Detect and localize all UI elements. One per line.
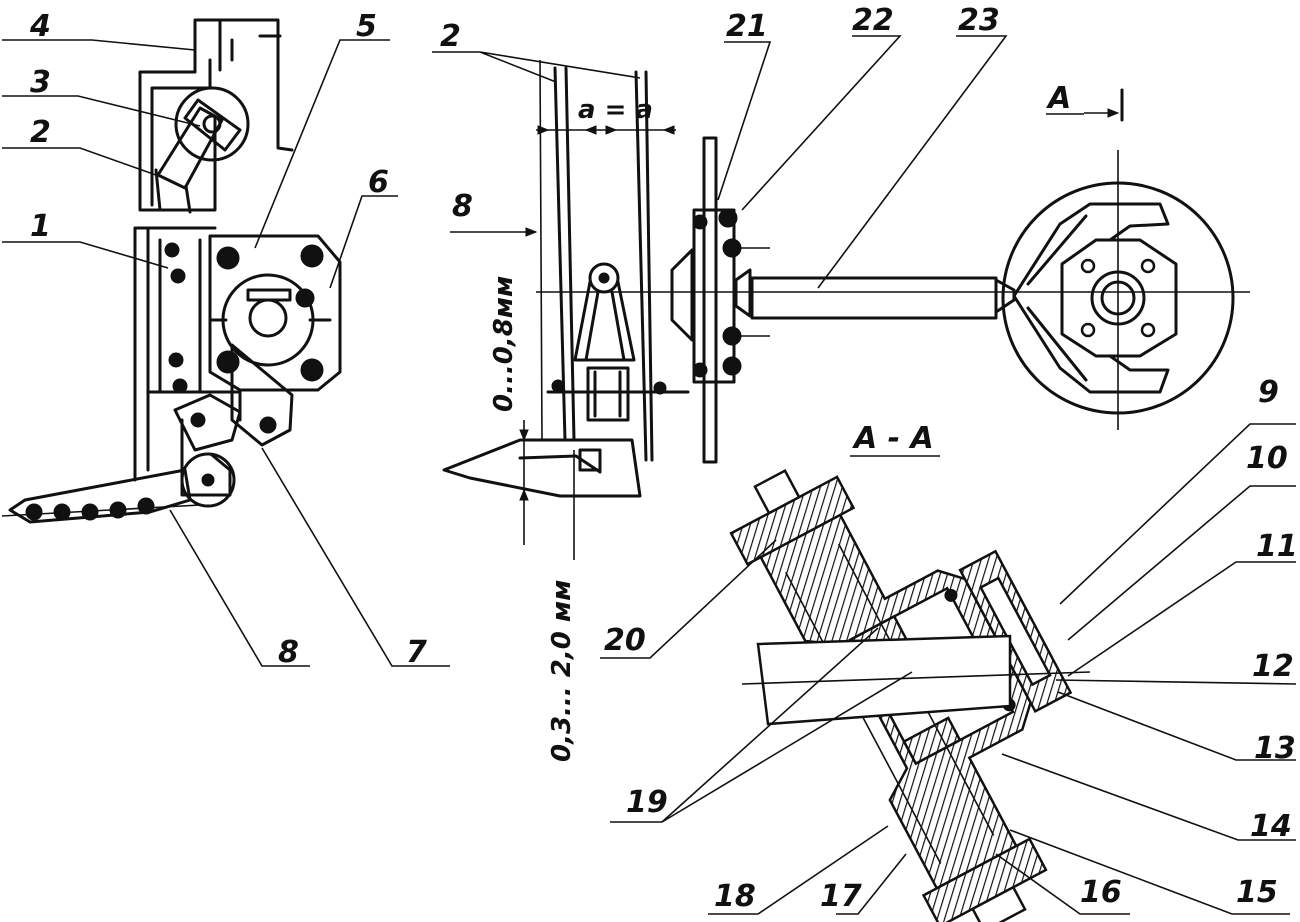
label-6: 6 [368,165,389,200]
section-a-a [729,468,1091,922]
label-11: 11 [1256,529,1298,564]
label-3: 3 [30,65,51,100]
part-labels: 4 3 2 1 5 6 7 8 2 8 21 22 23 A 9 10 11 1… [29,3,1298,914]
label-23: 23 [958,3,1000,38]
label-9: 9 [1258,375,1279,410]
label-17: 17 [820,879,862,914]
label-12: 12 [1252,649,1294,684]
leader-lines [2,35,1297,915]
label-20: 20 [604,623,646,658]
label-15: 15 [1236,875,1278,910]
label-18: 18 [714,879,756,914]
label-14: 14 [1250,809,1292,844]
label-10: 10 [1246,441,1288,476]
flange-view [1001,88,1235,430]
label-7: 7 [406,635,427,670]
label-8-left: 8 [278,635,299,670]
label-8-middle: 8 [452,189,473,224]
gap-dimension: a = a [578,95,653,125]
dimension-labels: a = a 0...0,8мм 0,3... 2,0 мм [489,95,653,762]
label-2-middle: 2 [440,19,461,54]
label-5: 5 [356,9,377,44]
middle-view [442,59,1250,560]
label-2-left: 2 [30,115,51,150]
range-small-dimension: 0...0,8мм [489,276,519,412]
label-4: 4 [29,9,51,44]
label-19: 19 [626,785,668,820]
label-1: 1 [30,209,51,244]
label-A: A [1046,81,1071,116]
range-large-dimension: 0,3... 2,0 мм [547,580,577,762]
label-13: 13 [1254,731,1296,766]
label-21: 21 [726,9,768,44]
label-22: 22 [852,3,894,38]
left-side-view [1,18,342,524]
label-16: 16 [1080,875,1122,910]
section-title: A - A [852,421,934,456]
